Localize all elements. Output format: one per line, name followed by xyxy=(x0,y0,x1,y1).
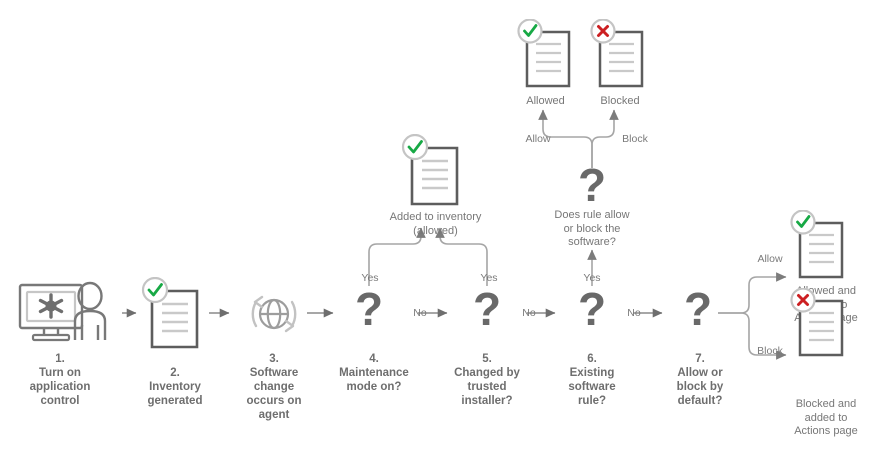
step5-label: 5.Changed by trusted installer? xyxy=(454,353,520,407)
edge-label-no-step5: No xyxy=(522,307,536,319)
step7-question-mark-icon: ? xyxy=(684,283,713,335)
edge-label-block-default: Block xyxy=(757,345,783,357)
rule-question-label: Does rule allow or block the software? xyxy=(554,209,630,248)
outcome-allowed-label: Allowed xyxy=(526,95,565,107)
step3-label: 3.Software change occurs on agent xyxy=(246,353,302,421)
edge-label-yes-step6: Yes xyxy=(583,272,601,284)
check-icon xyxy=(523,24,538,37)
step3-icon-globe xyxy=(240,282,308,346)
outcome-blocked-actions-icon xyxy=(790,288,852,362)
edge-label-no-step4: No xyxy=(413,307,427,319)
outcome-allowed-icon xyxy=(517,19,579,93)
document-check-icon xyxy=(790,210,844,279)
step1-icon-monitor-user xyxy=(18,281,122,343)
check-badge xyxy=(401,134,429,161)
edge-rule-block xyxy=(591,109,619,168)
rule-question-mark-icon: ? xyxy=(578,159,607,211)
document-check-icon xyxy=(517,19,571,88)
cross-icon xyxy=(797,294,809,306)
edge-label-allow-default: Allow xyxy=(757,253,783,265)
edge-step4-yes xyxy=(368,227,426,286)
step4-label: 4.Maintenance mode on? xyxy=(339,353,409,393)
outcome-blocked-actions-label: Blocked and added to Actions page xyxy=(794,398,858,437)
step5-question-mark-icon: ? xyxy=(473,283,502,335)
globe-refresh-icon xyxy=(251,295,297,333)
cross-icon xyxy=(597,25,609,37)
check-icon xyxy=(407,140,423,154)
edge-step5-yes xyxy=(435,227,488,286)
edge-label-yes-step5: Yes xyxy=(480,272,498,284)
outcome-blocked-icon xyxy=(590,19,652,93)
step2-icon-document xyxy=(140,277,210,353)
step7-label: 7.Allow or block by default? xyxy=(676,353,724,407)
check-icon xyxy=(796,215,811,228)
check-icon xyxy=(147,283,163,297)
check-badge xyxy=(141,277,169,304)
edge-rule-allow xyxy=(538,109,593,168)
edge-label-yes-step4: Yes xyxy=(361,272,379,284)
check-badge xyxy=(790,210,816,235)
edge-default-allow xyxy=(718,272,787,314)
document-check-icon xyxy=(141,277,199,349)
person-icon xyxy=(73,281,107,340)
edge-label-block-rule: Block xyxy=(622,133,648,145)
edge-default-block xyxy=(718,312,787,360)
document-cross-icon xyxy=(590,19,644,88)
gear-icon xyxy=(38,293,64,319)
outcome-inventory-icon xyxy=(400,134,470,210)
outcome-allowed-actions-icon xyxy=(790,210,852,284)
step2-label: 2.Inventory generated xyxy=(147,367,203,407)
step6-question-mark-icon: ? xyxy=(578,283,607,335)
outcome-blocked-label: Blocked xyxy=(600,95,640,107)
monitor-user-icon xyxy=(18,281,107,342)
edge-label-no-step6: No xyxy=(627,307,641,319)
edge-label-allow-rule: Allow xyxy=(525,133,551,145)
check-badge xyxy=(517,19,543,44)
document-cross-icon xyxy=(790,288,844,357)
step6-label: 6.Existing software rule? xyxy=(568,353,616,407)
step4-question-mark-icon: ? xyxy=(355,283,384,335)
document-check-icon xyxy=(401,134,459,206)
step1-label: 1.Turn on application control xyxy=(29,353,91,407)
outcome-inventory-label: Added to inventory (allowed) xyxy=(389,211,482,237)
